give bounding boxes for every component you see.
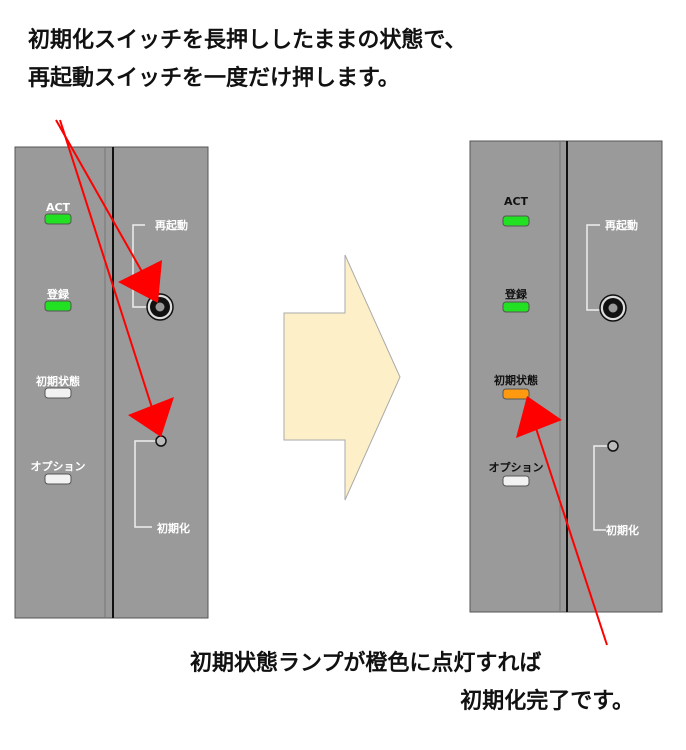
red-arrow-after: [516, 396, 608, 646]
instruction-line-2: 再起動スイッチを一度だけ押します。: [28, 66, 400, 91]
led-label-initial-state: 初期状態: [494, 373, 538, 387]
led-register: [502, 301, 530, 313]
red-arrows-before: [55, 119, 174, 437]
led-label-act: ACT: [46, 201, 71, 214]
result-line-2: 初期化完了です。: [460, 689, 634, 714]
led-label-option: オプション: [489, 460, 544, 474]
result-line-1: 初期状態ランプが橙色に点灯すれば: [190, 651, 542, 676]
init-label: 初期化: [157, 521, 190, 535]
init-switch[interactable]: [155, 435, 167, 447]
led-label-initial-state: 初期状態: [36, 374, 80, 388]
big-right-arrow: [283, 254, 401, 501]
led-register: [44, 300, 72, 312]
led-initial-state-lit: [502, 388, 530, 400]
reboot-switch[interactable]: [599, 294, 627, 322]
led-option: [502, 475, 530, 487]
panel-before: ACT 登録 初期状態 オプション 再起動 初期化: [14, 146, 209, 619]
reboot-label: 再起動: [605, 218, 638, 232]
instruction-line-1: 初期化スイッチを長押ししたままの状態で、: [28, 28, 467, 53]
reboot-switch[interactable]: [146, 293, 174, 321]
led-initial-state: [44, 387, 72, 399]
led-act: [502, 215, 530, 227]
led-label-act: ACT: [504, 195, 529, 208]
led-act: [44, 213, 72, 225]
arrowhead-reboot: [118, 260, 162, 303]
led-option: [44, 473, 72, 485]
led-label-register: 登録: [46, 287, 70, 301]
led-label-option: オプション: [31, 459, 86, 473]
led-label-register: 登録: [504, 287, 528, 301]
init-switch[interactable]: [607, 440, 619, 452]
reboot-label: 再起動: [155, 218, 188, 232]
init-label: 初期化: [606, 523, 639, 537]
arrowhead-initial-state: [516, 396, 562, 438]
panel-after: ACT 登録 初期状態 オプション 再起動 初期化: [469, 140, 663, 613]
arrowhead-init: [128, 397, 174, 437]
